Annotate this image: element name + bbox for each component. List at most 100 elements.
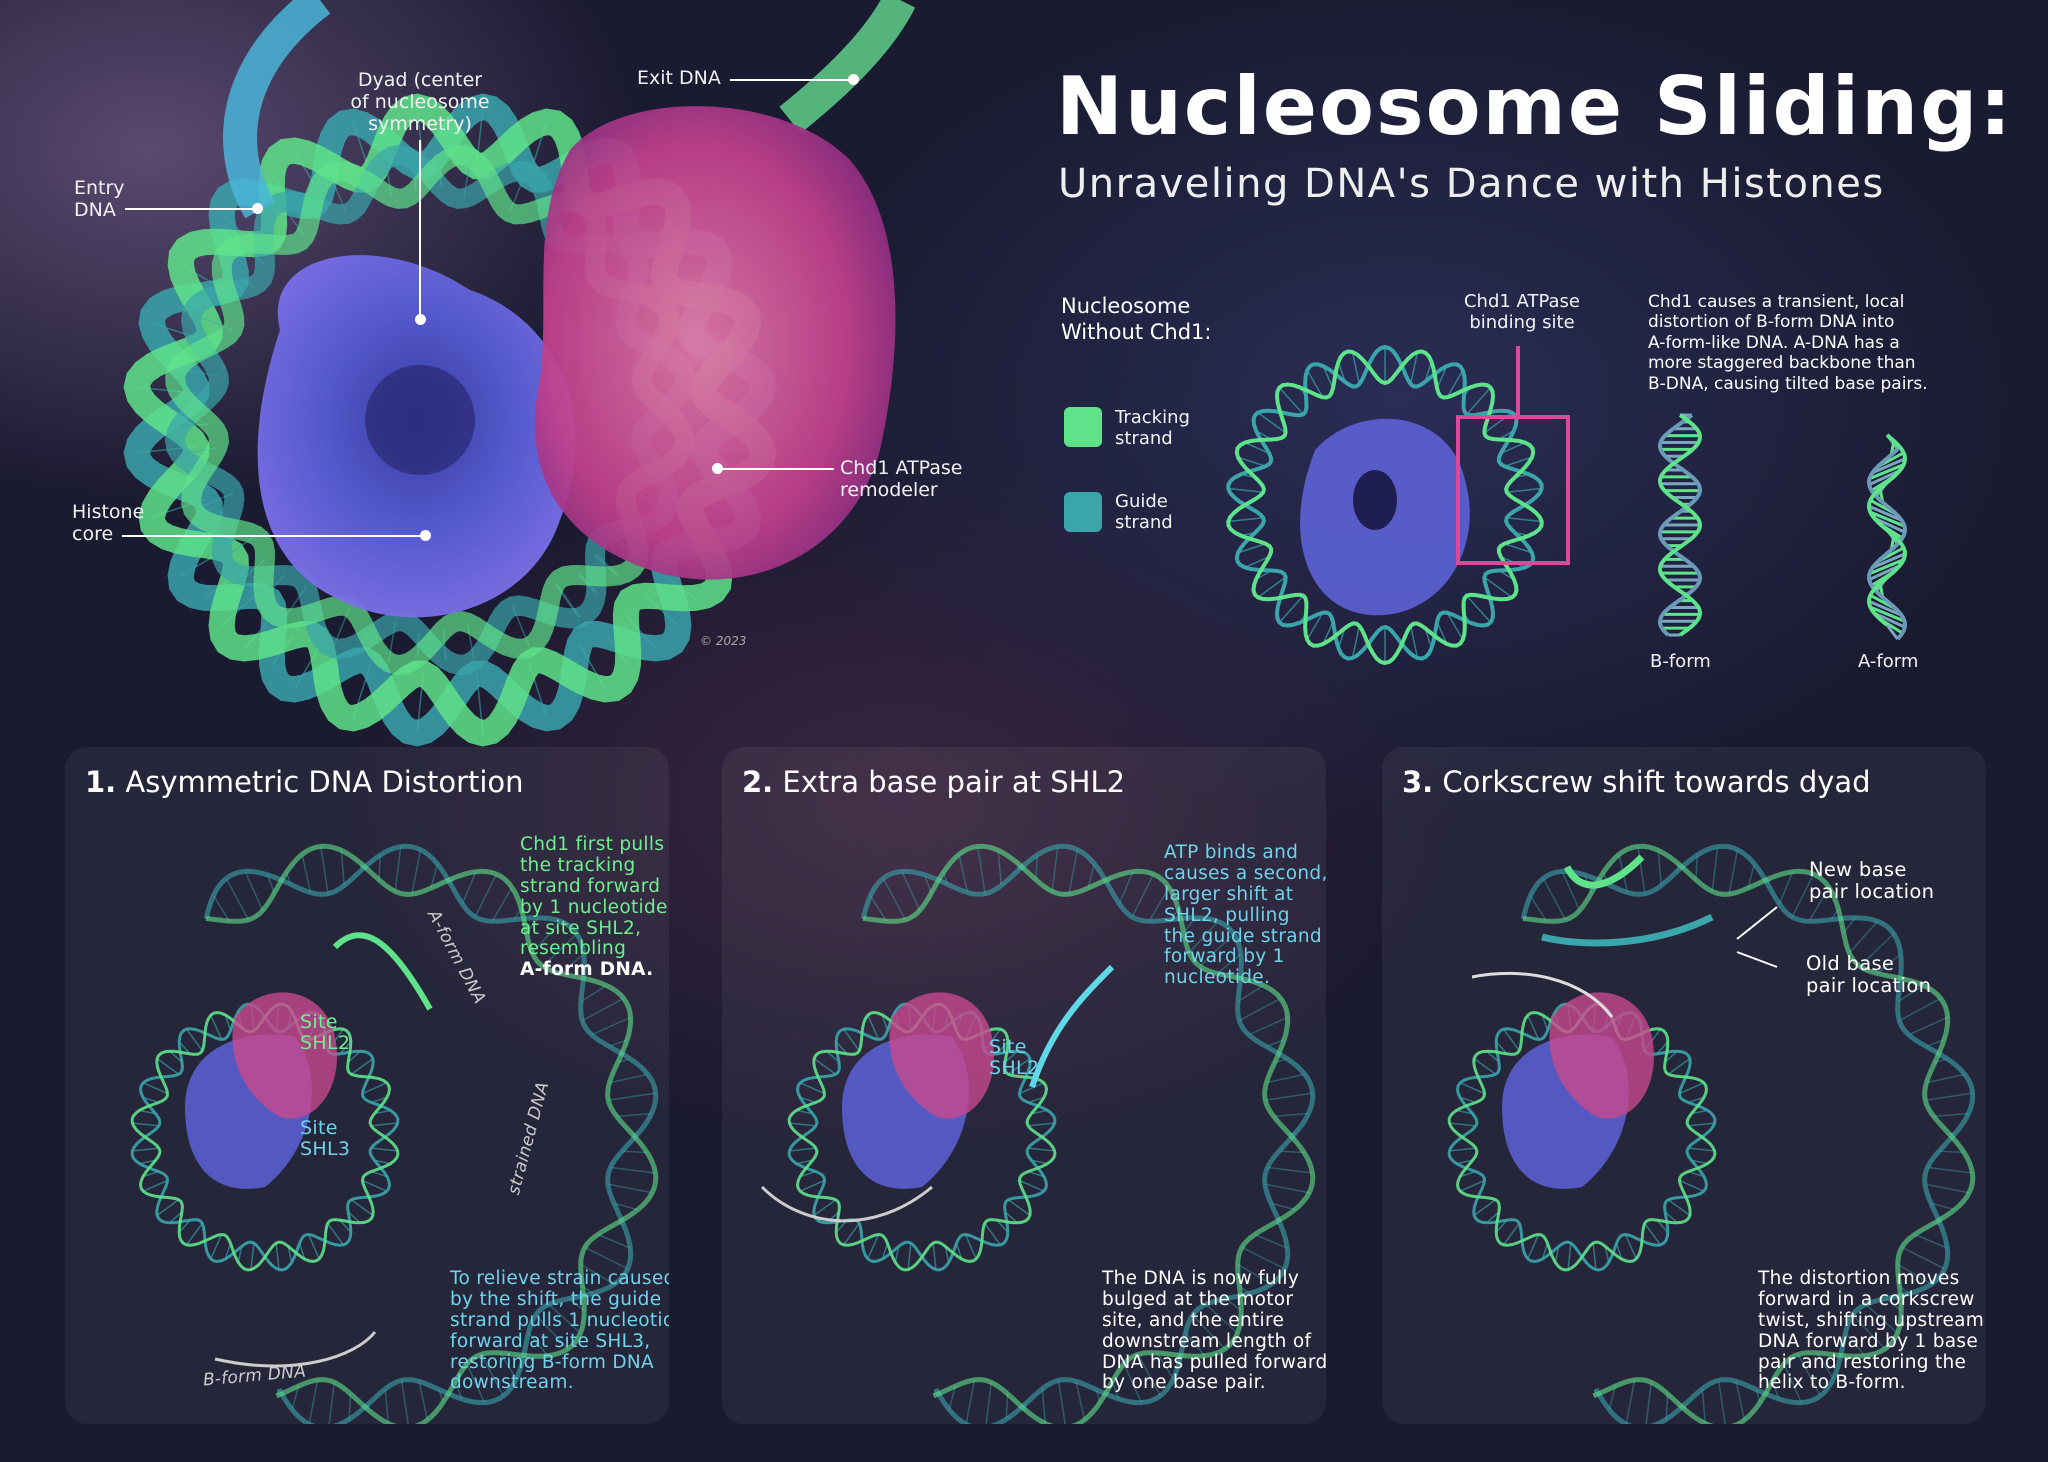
base-pair-rung (1797, 1354, 1822, 1397)
base-pair-rung (1506, 517, 1542, 523)
base-pair-rung (932, 1243, 937, 1270)
base-pair-rung (1184, 1332, 1206, 1357)
tracking-strand (1226, 349, 1544, 666)
base-pair-rung (894, 1246, 900, 1263)
base-pair-rung (328, 1382, 336, 1424)
base-pair-rung (348, 1393, 352, 1420)
base-pair-rung (1645, 1382, 1653, 1424)
base-pair-rung (212, 895, 230, 922)
base-pair-rung (1688, 1147, 1715, 1152)
base-pair-rung (580, 984, 607, 1003)
base-pair-rung (499, 1352, 517, 1380)
guide-strand (860, 843, 1316, 1424)
base-pair-rung (1266, 1073, 1305, 1084)
base-pair-rung (1257, 576, 1287, 598)
base-pair-rung (613, 1202, 639, 1211)
base-pair-rung (1216, 953, 1242, 975)
base-pair-rung (156, 1199, 180, 1216)
binding-site-box (1456, 415, 1570, 565)
base-pair-rung (371, 1147, 398, 1152)
base-pair-rung (250, 1243, 255, 1270)
base-pair-rung (307, 1234, 320, 1260)
base-pair-rung (474, 873, 498, 918)
base-pair-rung (1939, 1150, 1965, 1154)
rotation-arrow (1471, 971, 1614, 1018)
base-pair-rung (1265, 1092, 1313, 1101)
base-pair-rung (1257, 412, 1287, 434)
base-pair-rung (210, 1014, 223, 1040)
base-pair-rung (835, 1041, 848, 1055)
base-pair-rung (1118, 871, 1134, 905)
tracking-strand (1866, 433, 1908, 627)
base-pair-rung (542, 933, 578, 967)
histone-core-hole (1353, 470, 1397, 530)
base-pair-rung (1679, 1179, 1705, 1192)
base-pair-rung (1466, 387, 1492, 415)
base-pair-rung (1322, 365, 1334, 389)
base-pair-rung (291, 1385, 300, 1410)
panel-asymmetric-distortion: 1. Asymmetric DNA Distortion Chd1 first … (65, 747, 669, 1424)
base-pair-rung (1924, 1183, 1970, 1194)
chd1-remodeler-shape (534, 106, 896, 580)
chd1-remodeler-shape (1549, 992, 1654, 1119)
base-pair-rung (977, 846, 986, 894)
base-pair-rung (997, 850, 1002, 886)
base-pair-rung (1273, 1112, 1309, 1118)
base-pair-rung (1869, 510, 1906, 528)
base-pair-rung (1351, 351, 1361, 385)
base-pair-rung (1527, 1234, 1540, 1260)
base-pair-rung (132, 1122, 159, 1127)
base-pair-rung (142, 1179, 168, 1192)
base-pair-rung (548, 1303, 582, 1334)
base-pair-rung (1868, 599, 1903, 617)
base-pair-rung (1068, 849, 1079, 895)
base-pair-rung (411, 849, 422, 895)
base-pair-rung (1456, 1109, 1473, 1115)
base-pair-rung (843, 1222, 860, 1246)
base-pair-rung (384, 1388, 389, 1424)
base-pair-rung (1868, 463, 1905, 481)
exit-dna-dot (848, 74, 859, 85)
base-pair-rung (789, 1147, 816, 1152)
legend-swatch-tracking (1064, 407, 1102, 447)
base-pair-rung (1808, 887, 1830, 922)
signature-year: © 2023 (700, 634, 747, 648)
base-pair-rung (308, 1379, 319, 1424)
base-pair-rung (178, 1219, 191, 1233)
base-pair-rung (1270, 1202, 1296, 1211)
base-pair-rung (1506, 487, 1542, 493)
base-pair-rung (616, 1112, 652, 1118)
base-pair-rung (275, 1243, 280, 1270)
a-form-helix (1866, 433, 1908, 641)
base-pair-rung (1868, 558, 1905, 576)
base-pair-rung (609, 1073, 648, 1084)
base-pair-rung (1665, 1393, 1669, 1420)
base-pair-rung (1717, 1380, 1726, 1424)
base-pair-rung (1199, 933, 1235, 967)
entry-dna-strand (223, 0, 331, 219)
base-pair-rung (1306, 612, 1324, 641)
base-pair-rung (1541, 1243, 1549, 1260)
base-pair-rung (1244, 441, 1270, 455)
base-pair-rung (958, 854, 969, 893)
base-pair-rung (535, 1314, 569, 1350)
base-pair-rung (527, 1332, 549, 1357)
base-pair-rung (1844, 1332, 1866, 1357)
exit-dna-strand (779, 0, 916, 134)
base-pair-rung (1409, 351, 1419, 385)
base-pair-rung (1228, 517, 1264, 523)
base-pair-rung (1028, 1096, 1045, 1104)
base-pair-rung (1019, 1179, 1045, 1192)
exit-dna-label: Exit DNA (637, 67, 721, 89)
base-pair-rung (1885, 624, 1899, 640)
base-pair-rung (1456, 1159, 1473, 1165)
base-pair-rung (491, 887, 513, 922)
base-pair-rung (1664, 1050, 1678, 1063)
base-pair-rung (1188, 920, 1219, 954)
base-pair-rung (350, 1199, 374, 1216)
base-pair-rung (580, 1263, 615, 1285)
